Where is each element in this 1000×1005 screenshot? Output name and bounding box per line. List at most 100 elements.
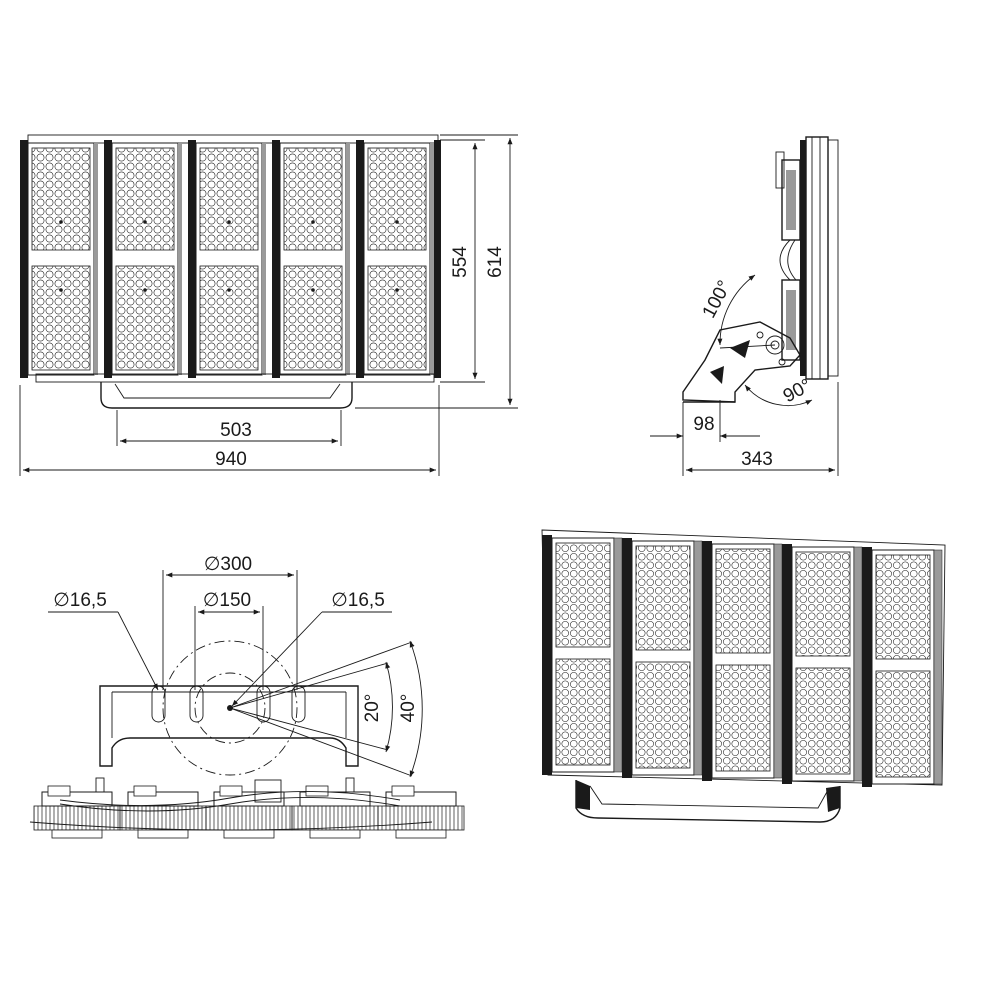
iso-led-array-lower xyxy=(555,658,611,766)
side-heatsink xyxy=(827,139,839,377)
top-module-body-3 xyxy=(205,785,293,839)
slot-left xyxy=(151,685,166,723)
top-module-heatsink xyxy=(291,805,379,831)
front-module-marker xyxy=(227,288,231,292)
side-driver-lower xyxy=(781,279,801,361)
angle-text-100: 100° xyxy=(699,277,736,322)
front-led-array-lower xyxy=(199,265,259,371)
iso-module-side-bar xyxy=(542,535,552,775)
circle-dia-300 xyxy=(162,640,298,776)
dim-text-hole-left: ∅16,5 xyxy=(53,590,107,611)
iso-led-array-upper xyxy=(795,551,851,657)
side-view: 100° 90° 98 343 xyxy=(650,136,839,476)
top-module-heatsink xyxy=(377,805,465,831)
top-module-connector xyxy=(391,785,415,797)
iso-module-4 xyxy=(782,544,863,784)
top-view: ∅300 ∅150 ∅16,5 ∅16,5 20° 40° xyxy=(29,554,465,839)
top-module-heatsink xyxy=(205,805,293,831)
iso-module-edge xyxy=(613,537,623,773)
side-front-glass xyxy=(800,140,806,376)
iso-led-array-lower xyxy=(795,667,851,775)
side-driver-upper xyxy=(781,159,801,241)
circle-dia-150 xyxy=(194,672,266,744)
front-module-marker xyxy=(143,220,147,224)
front-module-side-bar-end xyxy=(434,140,441,378)
iso-led-array-upper xyxy=(875,554,931,660)
top-module-body-2 xyxy=(119,785,207,839)
iso-led-array-lower xyxy=(715,664,771,772)
front-module-marker xyxy=(59,288,63,292)
top-module-body-1 xyxy=(33,785,121,839)
top-module-body-4 xyxy=(291,785,379,839)
dim-text-614: 614 xyxy=(485,246,506,278)
iso-led-array-upper xyxy=(555,542,611,648)
iso-bracket xyxy=(575,780,841,823)
front-bracket-inner xyxy=(114,383,341,399)
angle-text-20: 20° xyxy=(362,694,383,723)
slot-right xyxy=(291,685,306,723)
angle-arc-40 xyxy=(409,640,423,778)
top-module-bodies xyxy=(33,785,465,839)
front-module-side-bar xyxy=(188,140,196,378)
iso-module-edge xyxy=(773,543,783,779)
iso-module-edge xyxy=(933,549,943,785)
front-module-side-bar xyxy=(20,140,28,378)
iso-led-array-lower xyxy=(635,661,691,769)
front-module-5 xyxy=(356,140,434,378)
front-bracket xyxy=(100,382,353,409)
front-led-array-upper xyxy=(283,147,343,251)
front-module-side-bar xyxy=(104,140,112,378)
angle-arc-90 xyxy=(744,384,813,407)
slot-inner-right xyxy=(256,685,271,723)
front-module-2 xyxy=(104,140,182,378)
top-module-connector xyxy=(305,785,329,797)
top-module-lens xyxy=(51,829,103,839)
top-yoke-plate xyxy=(99,685,359,767)
dim-text-hole-right: ∅16,5 xyxy=(331,590,385,611)
dim-text-dia-300: ∅300 xyxy=(204,554,252,575)
iso-led-array-upper xyxy=(715,548,771,654)
front-led-array-upper xyxy=(367,147,427,251)
iso-module-3 xyxy=(702,541,783,781)
top-junction-box xyxy=(254,779,282,803)
front-top-frame xyxy=(27,134,439,144)
front-led-array-upper xyxy=(199,147,259,251)
front-module-edge xyxy=(346,143,350,375)
top-module-lens xyxy=(137,829,189,839)
side-yoke xyxy=(682,321,801,403)
front-led-array-upper xyxy=(115,147,175,251)
iso-led-modules xyxy=(542,535,943,787)
front-module-side-bar xyxy=(356,140,364,378)
iso-module-side-bar xyxy=(622,538,632,778)
front-led-array-lower xyxy=(31,265,91,371)
front-module-1 xyxy=(20,140,98,378)
top-module-connector xyxy=(47,785,71,797)
top-module-connector xyxy=(133,785,157,797)
front-module-marker xyxy=(143,288,147,292)
front-module-3 xyxy=(188,140,266,378)
angle-text-90: 90° xyxy=(780,375,815,407)
front-module-edge xyxy=(430,143,434,375)
front-module-edge xyxy=(262,143,266,375)
dim-text-343: 343 xyxy=(741,449,773,470)
angle-arc-100 xyxy=(717,274,756,346)
front-module-marker xyxy=(227,220,231,224)
front-module-marker xyxy=(395,288,399,292)
angle-arc-20 xyxy=(385,661,393,753)
front-led-array-lower xyxy=(367,265,427,371)
iso-module-5 xyxy=(862,547,943,787)
front-led-modules xyxy=(20,140,441,378)
front-module-marker xyxy=(395,220,399,224)
top-module-lens xyxy=(223,829,275,839)
dim-text-940: 940 xyxy=(215,449,247,470)
isometric-view xyxy=(541,529,946,823)
angle-text-40: 40° xyxy=(398,694,419,723)
iso-led-array-lower xyxy=(875,670,931,778)
side-body xyxy=(805,136,829,380)
front-view: 554 614 503 940 xyxy=(19,134,518,476)
front-led-array-lower xyxy=(283,265,343,371)
dim-text-98: 98 xyxy=(693,414,714,435)
top-module-lens xyxy=(395,829,447,839)
iso-module-1 xyxy=(542,535,623,775)
